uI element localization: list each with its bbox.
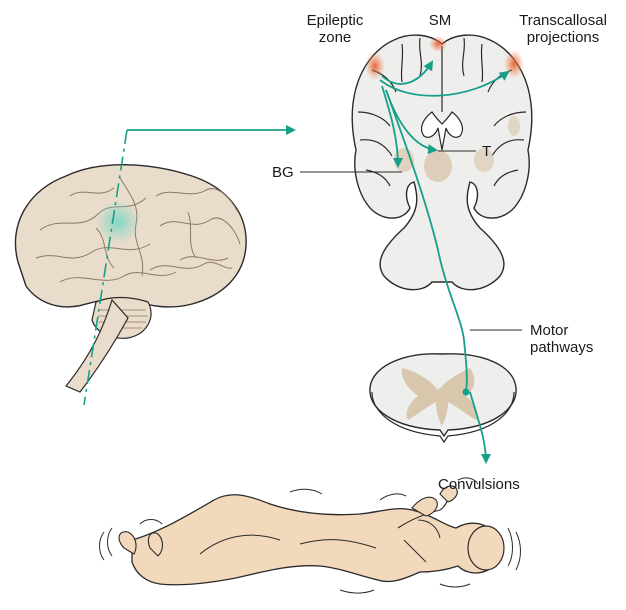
figure-head: [468, 526, 504, 570]
transcallosal-label-line1: Transcallosal: [508, 12, 618, 29]
thalamus: [424, 150, 452, 182]
spinal-cord-section: [370, 354, 516, 442]
t-label: T: [482, 143, 491, 160]
figure-body: [132, 495, 499, 585]
epileptic-zone-label: Epileptic zone: [298, 12, 372, 46]
synapse-dot: [463, 389, 470, 396]
epileptic-zone-label-line2: zone: [298, 29, 372, 46]
transcallosal-label-line2: projections: [508, 29, 618, 46]
lateral-brain-illustration: [15, 165, 246, 392]
motor-pathways-label: Motor pathways: [530, 322, 593, 356]
motor-pathways-label-line2: pathways: [530, 339, 593, 356]
motor-pathways-label-line1: Motor: [530, 322, 593, 339]
convulsing-patient-figure: [100, 478, 521, 593]
sm-label: SM: [422, 12, 458, 29]
bg-label: BG: [272, 164, 294, 181]
sm-focus: [429, 36, 447, 52]
convulsions-label: Convulsions: [438, 476, 520, 493]
epileptic-focus-glow: [96, 200, 140, 244]
transcallosal-label: Transcallosal projections: [508, 12, 618, 46]
epileptic-zone-label-line1: Epileptic: [298, 12, 372, 29]
epileptic-zone-focus: [365, 52, 385, 80]
